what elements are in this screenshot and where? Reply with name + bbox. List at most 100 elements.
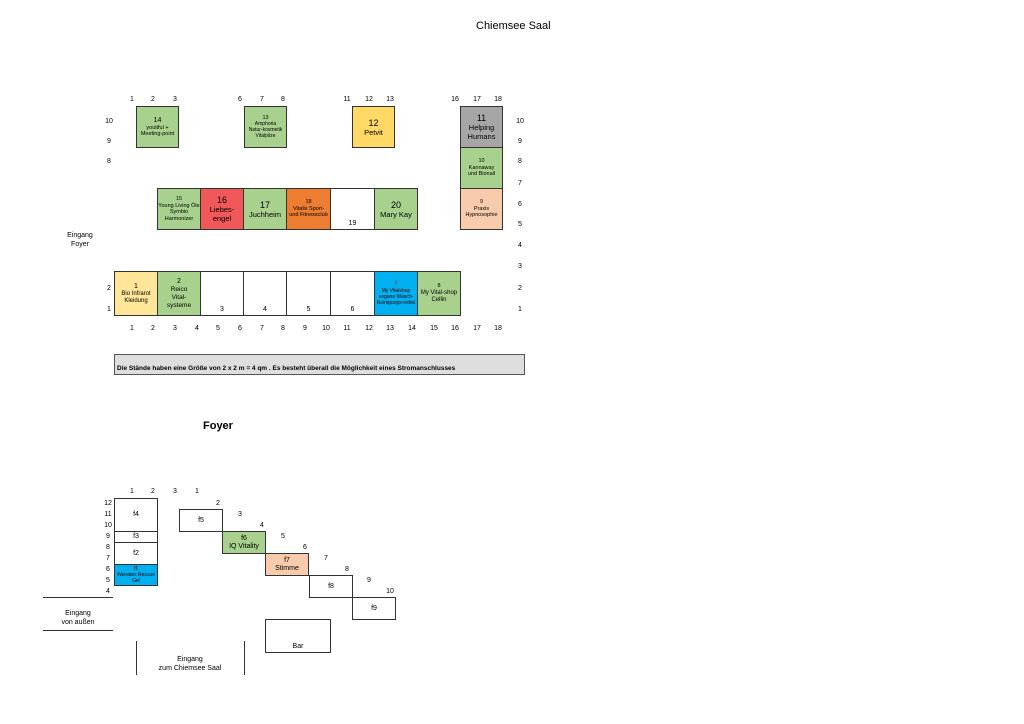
booth-label: Juchheim <box>248 209 282 219</box>
col-number: 13 <box>386 325 394 332</box>
booth-3[interactable]: 3 <box>200 271 244 316</box>
diag-number: 4 <box>260 522 264 529</box>
booth-label: IQ Vitality <box>229 542 259 550</box>
info-note-text: Die Stände haben eine Größe von 2 x 2 m … <box>117 365 456 372</box>
row-number: 11 <box>104 511 112 518</box>
col-number: 12 <box>365 325 373 332</box>
row-number: 5 <box>518 221 522 228</box>
col-number: 17 <box>473 325 481 332</box>
booth-7[interactable]: 7 My Vitalshop vegane Wasch-Reinigungs-m… <box>374 271 418 316</box>
booth-4[interactable]: 4 <box>243 271 287 316</box>
booth-13[interactable]: 13 Amphoria Natur-kosmetik Vitalpilze <box>244 106 287 148</box>
booth-number: 4 <box>263 306 267 313</box>
booth-19[interactable]: 19 <box>330 188 375 230</box>
row-number: 2 <box>518 285 522 292</box>
booth-f6[interactable]: f6 IQ Vitality <box>222 531 266 554</box>
booth-number: 13 <box>262 114 269 121</box>
row-number: 8 <box>107 158 111 165</box>
entrance-text: Eingang <box>67 232 93 239</box>
booth-number: f8 <box>328 582 334 590</box>
col-number: 5 <box>216 325 220 332</box>
booth-10[interactable]: 10 Kannaway und Bionail <box>460 147 503 189</box>
booth-1[interactable]: 1 Bio Infrarot Kleidung <box>114 271 158 316</box>
booth-label: Young Living Öle Symbio Harmonizer <box>158 202 200 222</box>
booth-18[interactable]: 18 Vitalis Sport- und Fitnessclub <box>286 188 331 230</box>
col-number: 4 <box>195 325 199 332</box>
booth-number: f3 <box>133 533 139 540</box>
booth-f1[interactable]: f1 Wenatex Rescue Gel <box>114 564 158 586</box>
row-number: 9 <box>107 138 111 145</box>
booth-number: f6 <box>241 534 247 542</box>
row-number: 8 <box>518 158 522 165</box>
booth-label: Vitalis Sport- und Fitnessclub <box>289 205 328 219</box>
booth-15[interactable]: 15 Young Living Öle Symbio Harmonizer <box>157 188 201 230</box>
bar-label: Bar <box>292 643 304 650</box>
row-number: 4 <box>518 242 522 249</box>
col-number: 11 <box>343 325 351 332</box>
col-number: 14 <box>408 325 416 332</box>
entrance-hall-label: Eingang zum Chiemsee Saal <box>140 655 240 673</box>
booth-11[interactable]: 11 Helping Humans <box>460 106 503 148</box>
booth-f2[interactable]: f2 <box>114 542 158 565</box>
diag-number: 9 <box>367 577 371 584</box>
foyer-title: Foyer <box>203 420 233 432</box>
booth-number: 8 <box>437 283 441 290</box>
booth-f5[interactable]: f5 <box>179 509 223 532</box>
booth-6[interactable]: 6 <box>330 271 375 316</box>
booth-16[interactable]: 16 Liebes-engel <box>200 188 244 230</box>
booth-number: 6 <box>350 306 355 313</box>
booth-number: 7 <box>394 281 398 288</box>
diag-number: 7 <box>324 555 328 562</box>
diag-number: 8 <box>345 566 349 573</box>
booth-f9[interactable]: f9 <box>352 597 396 620</box>
booth-label: Helping Humans <box>467 123 496 141</box>
entrance-sub: Foyer <box>71 241 89 248</box>
row-number: 8 <box>106 544 110 551</box>
booth-label: Amphoria Natur-kosmetik Vitalpilze <box>248 121 283 140</box>
booth-14[interactable]: 14 youtiful + Meeting-point <box>136 106 179 148</box>
row-number: 2 <box>107 285 111 292</box>
entrance-hall-line-right <box>244 641 245 675</box>
booth-number: 18 <box>305 199 312 206</box>
col-number: 7 <box>260 325 264 332</box>
entrance-hall-text: Eingang <box>177 656 203 663</box>
booth-number: 19 <box>348 220 357 227</box>
col-number: 7 <box>260 96 264 103</box>
col-number: 13 <box>386 96 394 103</box>
booth-9[interactable]: 9 Praxis Hypnosophie <box>460 188 503 230</box>
row-number: 1 <box>107 306 111 313</box>
diag-number: 5 <box>281 533 285 540</box>
booth-label: Liebes-engel <box>209 205 235 223</box>
booth-label: Stimme <box>275 564 299 572</box>
diag-number: 6 <box>303 544 307 551</box>
booth-f4[interactable]: f4 <box>114 498 158 532</box>
col-number: 8 <box>281 96 285 103</box>
entrance-hall-line-left <box>136 641 137 675</box>
booth-5[interactable]: 5 <box>286 271 331 316</box>
booth-f8[interactable]: f8 <box>309 575 353 598</box>
booth-20[interactable]: 20 Mary Kay <box>374 188 418 230</box>
booth-number: 9 <box>479 199 484 206</box>
booth-8[interactable]: 8 My Vital-shop Cellin <box>417 271 461 316</box>
booth-label: Mary Kay <box>380 209 412 219</box>
booth-17[interactable]: 17 Juchheim <box>243 188 287 230</box>
booth-label: My Vitalshop vegane Wasch-Reinigungs-mit… <box>376 287 416 306</box>
bar[interactable]: Bar <box>265 619 331 653</box>
booth-label: Bio Infrarot Kleidung <box>121 290 151 304</box>
info-note: Die Stände haben eine Größe von 2 x 2 m … <box>114 354 525 375</box>
col-number: 1 <box>130 488 134 495</box>
booth-12[interactable]: 12 Petvit <box>352 106 395 148</box>
col-number: 16 <box>451 96 459 103</box>
col-number: 11 <box>343 96 351 103</box>
entrance-hall-sub: zum Chiemsee Saal <box>158 665 222 672</box>
row-number: 10 <box>516 118 524 125</box>
booth-f7[interactable]: f7 Stimme <box>265 553 309 576</box>
booth-number: 2 <box>177 277 181 285</box>
booth-number: 3 <box>220 306 224 313</box>
booth-number: 10 <box>478 158 485 165</box>
col-number: 6 <box>238 96 242 103</box>
booth-2[interactable]: 2 Reico Vital-systeme <box>157 271 201 316</box>
col-number: 6 <box>238 325 242 332</box>
row-number: 6 <box>518 201 522 208</box>
entrance-out-label: Eingang von außen <box>43 609 113 627</box>
